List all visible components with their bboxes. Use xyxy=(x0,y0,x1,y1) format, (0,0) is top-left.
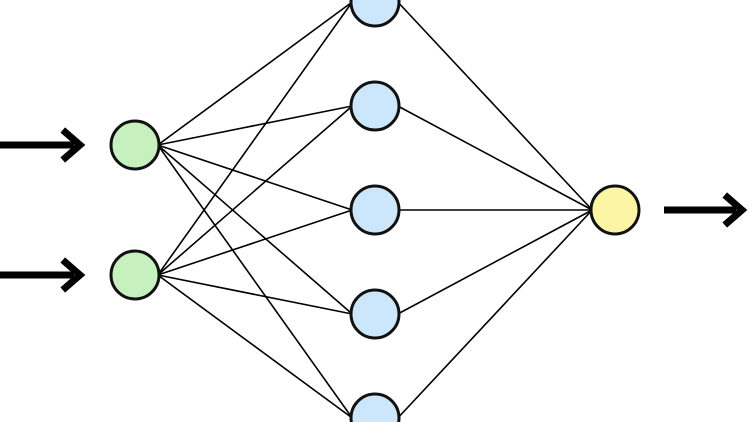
edge-input-1-to-hidden-1 xyxy=(157,1,353,146)
output-arrow-1-icon xyxy=(664,192,748,228)
input-arrow-1-icon-head xyxy=(60,127,86,163)
network-nodes xyxy=(109,0,641,422)
edge-hidden-2-to-output-1 xyxy=(397,105,593,211)
input-node-2 xyxy=(109,249,161,301)
output-node-1 xyxy=(589,184,641,236)
connection-edges xyxy=(157,1,593,419)
edge-hidden-1-to-output-1 xyxy=(397,1,593,211)
input-node-1 xyxy=(109,119,161,171)
input-arrow-1-icon xyxy=(0,127,86,163)
edge-input-1-to-hidden-2 xyxy=(157,105,353,146)
edge-input-2-to-hidden-4 xyxy=(157,274,353,315)
input-arrow-2-icon-head xyxy=(60,257,86,293)
hidden-node-3 xyxy=(349,184,401,236)
edge-hidden-4-to-output-1 xyxy=(397,209,593,315)
edge-input-2-to-hidden-2 xyxy=(157,105,353,276)
edge-input-1-to-hidden-5 xyxy=(157,144,353,419)
io-arrows xyxy=(0,127,748,293)
output-arrow-1-icon-head xyxy=(722,192,748,228)
edge-input-1-to-hidden-4 xyxy=(157,144,353,315)
hidden-node-5 xyxy=(349,392,401,422)
hidden-node-1 xyxy=(349,0,401,28)
edge-input-1-to-hidden-3 xyxy=(157,144,353,211)
edge-input-2-to-hidden-1 xyxy=(157,1,353,276)
hidden-node-2 xyxy=(349,80,401,132)
hidden-node-4 xyxy=(349,288,401,340)
edge-input-2-to-hidden-5 xyxy=(157,274,353,419)
edge-hidden-5-to-output-1 xyxy=(397,209,593,419)
edge-input-2-to-hidden-3 xyxy=(157,209,353,276)
input-arrow-2-icon xyxy=(0,257,86,293)
